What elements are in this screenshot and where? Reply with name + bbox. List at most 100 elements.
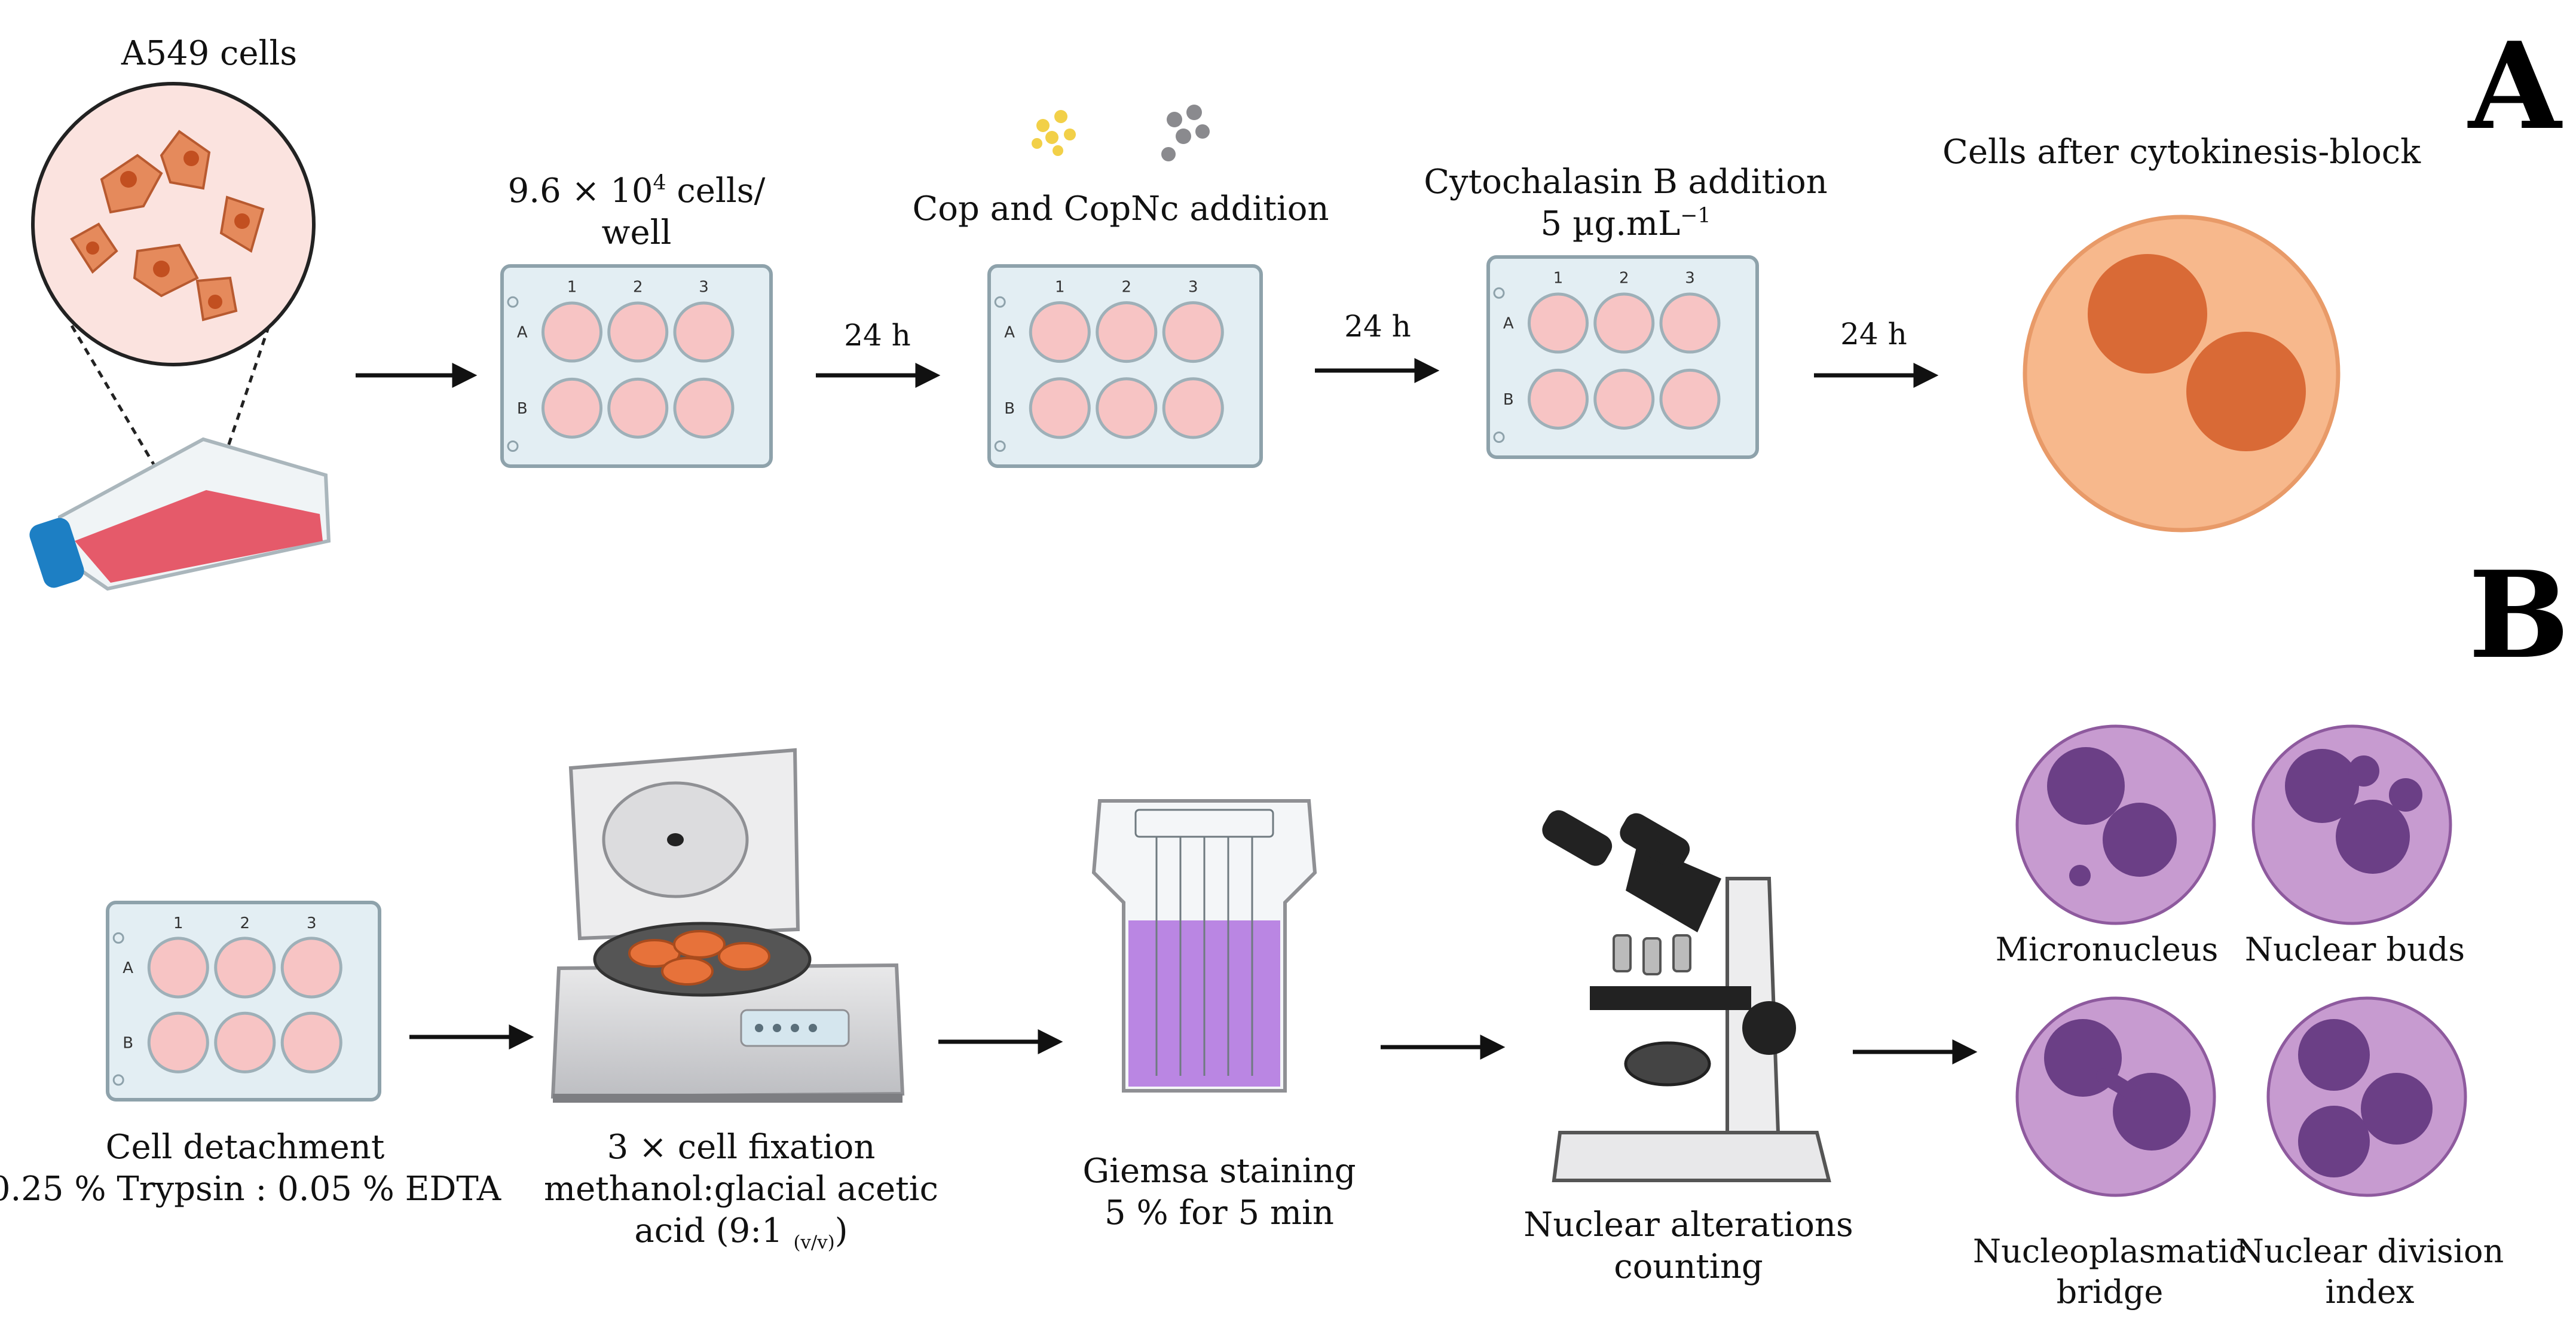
nuclear-division-index-cell-icon — [2266, 996, 2467, 1197]
seeding-prefix: 9.6 × 10 — [507, 172, 653, 210]
panel-label-a: A — [2468, 16, 2562, 157]
bridge-line1: Nucleoplasmatic — [1972, 1232, 2247, 1270]
plate-well — [541, 377, 603, 439]
plate-well — [214, 1011, 276, 1073]
micronucleus-cell-icon — [2015, 724, 2216, 925]
plate-row-label: B — [123, 1034, 133, 1052]
nucleoplasmatic-bridge-cell-icon — [2015, 996, 2216, 1197]
fixation-line1: 3 × cell fixation — [607, 1128, 876, 1167]
fixation-line2: methanol:glacial acetic — [544, 1170, 938, 1208]
plate-row-label: B — [1004, 400, 1015, 418]
ndi-line2: index — [2325, 1272, 2415, 1311]
time-label-1: 24 h — [844, 318, 911, 353]
plate-row-label: A — [123, 959, 133, 977]
plate-column-label: 1 — [1055, 279, 1065, 296]
cell-flask-icon — [29, 82, 331, 591]
plate-well — [673, 377, 735, 439]
plate-well — [280, 1011, 342, 1073]
plate-well — [1659, 292, 1721, 354]
plate-well — [147, 937, 209, 999]
plate-notch — [1493, 432, 1505, 443]
plate-well — [541, 301, 603, 363]
plate-well — [673, 301, 735, 363]
seeding-suffix: cells/ — [666, 172, 766, 210]
cytochalasin-line1: Cytochalasin B addition — [1424, 163, 1828, 201]
time-label-2: 24 h — [1344, 309, 1411, 344]
plate-well — [1096, 301, 1158, 363]
plate-well — [1162, 377, 1224, 439]
staining-label: Giemsa staining 5 % for 5 min — [1082, 1151, 1356, 1234]
plate-well — [1162, 301, 1224, 363]
staining-line1: Giemsa staining — [1082, 1152, 1356, 1191]
centrifuge-icon — [550, 748, 905, 1103]
plate-notch — [507, 296, 519, 308]
plate-notch — [994, 440, 1006, 452]
detachment-line1: Cell detachment — [105, 1128, 385, 1167]
plate-well — [1029, 377, 1091, 439]
cytochalasin-label: Cytochalasin B addition 5 µg.mL−1 — [1424, 161, 1827, 245]
panel-label-b: B — [2468, 545, 2570, 686]
plate-row-label: A — [517, 324, 528, 342]
staining-line2: 5 % for 5 min — [1105, 1194, 1334, 1232]
plate-well — [147, 1011, 209, 1073]
detachment-label: Cell detachment 0.25 % Trypsin : 0.05 % … — [0, 1127, 501, 1210]
plate-well — [214, 937, 276, 999]
plate-notch — [112, 932, 124, 944]
plate-column-label: 2 — [240, 914, 250, 932]
plate-column-label: 1 — [567, 279, 577, 296]
seeding-label: 9.6 × 104 cells/ well — [508, 170, 766, 254]
plate-column-label: 1 — [173, 914, 183, 932]
plate-well — [607, 301, 669, 363]
counting-label: Nuclear alterations counting — [1523, 1204, 1853, 1288]
plate-column-label: 3 — [1188, 279, 1198, 296]
well-plate-icon: 1 2 3A B — [987, 264, 1263, 468]
micronucleus-label: Micronucleus — [1995, 931, 2219, 968]
fixation-label: 3 × cell fixation methanol:glacial aceti… — [544, 1127, 938, 1252]
seeding-line2: well — [601, 213, 672, 252]
treatment-label: Cop and CopNc addition — [912, 189, 1329, 228]
staining-jar-icon — [1091, 799, 1317, 1093]
binucleated-cell-icon — [2023, 215, 2341, 533]
plate-row-label: A — [1503, 315, 1514, 333]
plate-well — [1593, 292, 1655, 354]
nanoparticle-icon — [1032, 105, 1210, 161]
fixation-close: ) — [834, 1211, 848, 1250]
bridge-line2: bridge — [2056, 1272, 2164, 1311]
ndi-label: Nuclear division index — [2236, 1231, 2504, 1312]
bridge-label: Nucleoplasmatic bridge — [1973, 1231, 2247, 1312]
counting-line1: Nuclear alterations — [1523, 1206, 1853, 1244]
ndi-line1: Nuclear division — [2235, 1232, 2504, 1270]
plate-well — [1527, 368, 1589, 430]
plate-column-label: 3 — [307, 914, 317, 932]
well-plate-icon: 1 2 3A B — [106, 901, 381, 1102]
plate-column-label: 3 — [1685, 270, 1695, 287]
plate-well — [1096, 377, 1158, 439]
seeding-exponent: 4 — [653, 171, 666, 195]
cytochalasin-dose: 5 µg.mL — [1540, 204, 1681, 243]
plate-column-label: 3 — [699, 279, 709, 296]
plate-row-label: A — [1004, 324, 1015, 342]
detachment-line2: 0.25 % Trypsin : 0.05 % EDTA — [0, 1170, 501, 1208]
counting-line2: counting — [1614, 1247, 1763, 1286]
plate-column-label: 2 — [1122, 279, 1132, 296]
plate-notch — [112, 1074, 124, 1086]
fixation-unit: (v/v) — [793, 1231, 835, 1253]
cytochalasin-exponent: −1 — [1680, 204, 1711, 228]
microscope-icon — [1542, 810, 1831, 1182]
plate-well — [1659, 368, 1721, 430]
result-label: Cells after cytokinesis-block — [1942, 133, 2421, 172]
fixation-ratio: acid (9:1 — [634, 1211, 794, 1250]
plate-notch — [507, 440, 519, 452]
time-label-3: 24 h — [1840, 317, 1907, 351]
plate-notch — [1493, 287, 1505, 299]
plate-well — [280, 937, 342, 999]
nuclear-buds-cell-icon — [2251, 724, 2452, 925]
plate-column-label: 2 — [633, 279, 643, 296]
plate-well — [1029, 301, 1091, 363]
plate-column-label: 2 — [1619, 270, 1629, 287]
plate-well — [607, 377, 669, 439]
